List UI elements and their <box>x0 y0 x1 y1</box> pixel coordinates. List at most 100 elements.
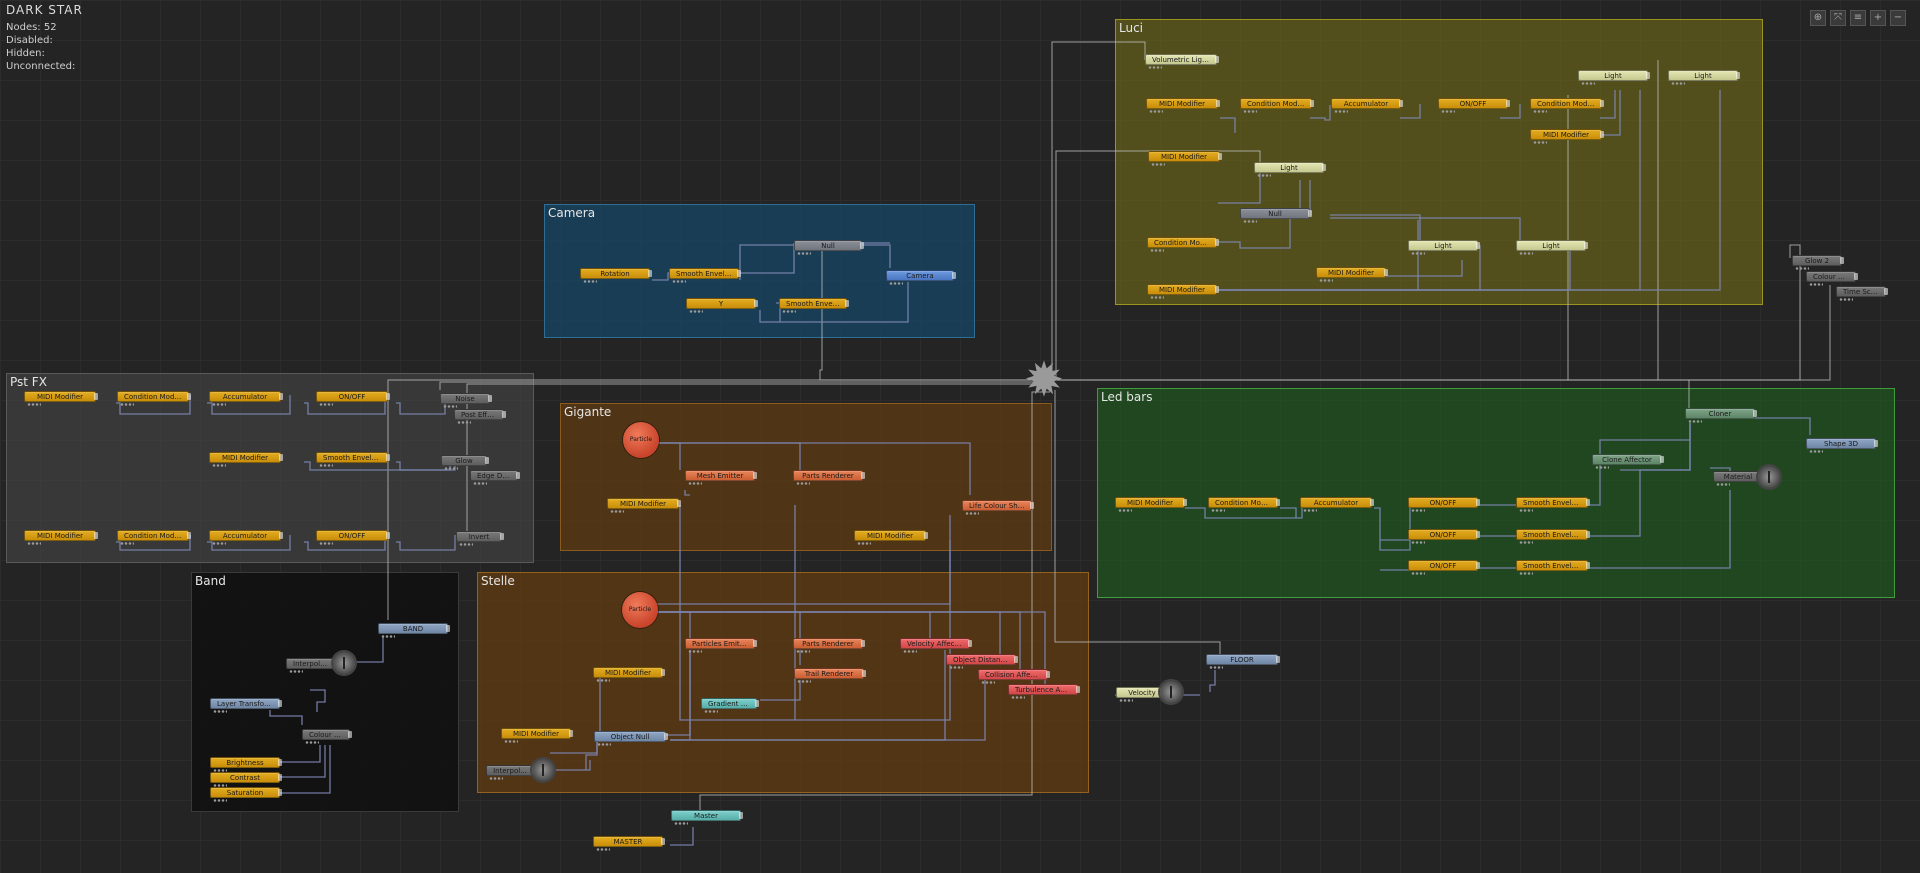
node-light[interactable]: Light <box>1578 70 1650 85</box>
node-midi-modifier[interactable]: MIDI Modifier <box>1148 151 1222 166</box>
node-midi-modifier[interactable]: MIDI Modifier <box>607 498 681 513</box>
node-accumulator[interactable]: Accumulator <box>209 530 283 545</box>
node-light[interactable]: Light <box>1254 162 1326 177</box>
node-object-distance[interactable]: Object Distance F... <box>946 654 1018 669</box>
node-brightness[interactable]: Brightness <box>210 757 282 772</box>
knob-icon[interactable] <box>1758 466 1780 488</box>
node-smooth-envelope[interactable]: Smooth Envelope... <box>1516 560 1590 575</box>
node-smooth-envelope[interactable]: Smooth Envelope... <box>779 298 849 313</box>
node-post-effect[interactable]: Post Effe... <box>454 409 506 424</box>
group-title: Pst FX <box>10 375 47 389</box>
zoom-out-icon[interactable]: − <box>1890 10 1906 26</box>
node-light[interactable]: Light <box>1408 240 1480 255</box>
node-on-off[interactable]: ON/OFF <box>1408 560 1480 575</box>
node-on-off[interactable]: ON/OFF <box>316 391 390 406</box>
node-band[interactable]: BAND <box>378 623 450 638</box>
knob-icon[interactable] <box>333 652 355 674</box>
node-floor[interactable]: FLOOR <box>1206 654 1280 669</box>
node-cloner[interactable]: Cloner <box>1685 408 1757 423</box>
node-midi-modifier[interactable]: MIDI Modifier <box>1530 129 1604 144</box>
zoom-fit-icon[interactable]: ⊕ <box>1810 10 1826 26</box>
node-saturation[interactable]: Saturation <box>210 787 282 802</box>
node-edge-detect[interactable]: Edge Detec... <box>470 470 520 485</box>
node-on-off[interactable]: ON/OFF <box>1408 497 1480 512</box>
node-parts-renderer[interactable]: Parts Renderer <box>793 638 865 653</box>
node-midi-modifier[interactable]: MIDI Modifier <box>1115 497 1187 512</box>
node-volumetric-lighting[interactable]: Volumetric Lighting <box>1145 54 1219 69</box>
node-invert[interactable]: Invert <box>456 531 504 546</box>
node-light[interactable]: Light <box>1516 240 1588 255</box>
node-interpolation[interactable]: Interpol... <box>486 765 536 780</box>
node-master[interactable]: Master <box>671 810 743 825</box>
gear-icon[interactable]: ✹ <box>1023 352 1065 408</box>
node-midi-modifier[interactable]: MIDI Modifier <box>1146 98 1220 113</box>
node-glow-2[interactable]: Glow 2 <box>1792 255 1844 270</box>
node-condition-modifier[interactable]: Condition Modifier <box>117 530 191 545</box>
node-layer-transform[interactable]: Layer Transform 2... <box>210 698 282 713</box>
node-time-scaling[interactable]: Time Scaling <box>1836 286 1888 301</box>
node-colour-correction[interactable]: Colour Cor... <box>1806 271 1858 286</box>
zoom-in-icon[interactable]: + <box>1870 10 1886 26</box>
node-null[interactable]: Null <box>794 240 864 255</box>
node-midi-modifier[interactable]: MIDI Modifier <box>209 452 283 467</box>
node-smooth-envelope[interactable]: Smooth Envelope <box>1516 497 1590 512</box>
node-on-off[interactable]: ON/OFF <box>1408 529 1480 544</box>
node-smooth-envelope[interactable]: Smooth Envelope... <box>1516 529 1590 544</box>
node-y[interactable]: Y <box>686 298 758 313</box>
menu-icon[interactable]: ≡ <box>1850 10 1866 26</box>
node-midi-modifier[interactable]: MIDI Modifier <box>593 667 665 682</box>
node-condition-modifier[interactable]: Condition Modifier <box>1530 98 1604 113</box>
group-stelle[interactable]: Stelle <box>477 572 1089 793</box>
node-particle-sphere[interactable]: Particle <box>623 422 659 458</box>
node-noise[interactable]: Noise <box>440 393 492 408</box>
node-rotation[interactable]: Rotation <box>580 268 652 283</box>
node-mesh-emitter[interactable]: Mesh Emitter <box>685 470 757 485</box>
node-midi-modifier[interactable]: MIDI Modifier <box>24 391 98 406</box>
node-object-null[interactable]: Object Null <box>594 731 668 746</box>
node-gradient-shader[interactable]: Gradient Sh... <box>701 698 759 713</box>
node-shape-3d[interactable]: Shape 3D <box>1806 438 1878 453</box>
node-interpolation[interactable]: Interpolati... <box>286 658 340 673</box>
node-accumulator[interactable]: Accumulator <box>209 391 283 406</box>
node-clone-affector[interactable]: Clone Affector <box>1592 454 1664 469</box>
node-midi-modifier[interactable]: MIDI Modifier <box>501 728 573 743</box>
node-condition-modifier[interactable]: Condition Modifier <box>1240 98 1314 113</box>
node-particle-sphere[interactable]: Particle <box>622 592 658 628</box>
group-ledbars[interactable]: Led bars <box>1097 388 1895 598</box>
knob-icon[interactable] <box>1160 681 1182 703</box>
node-null[interactable]: Null <box>1240 208 1312 223</box>
node-material[interactable]: Material <box>1713 471 1765 486</box>
group-title: Luci <box>1119 21 1144 35</box>
node-master-control[interactable]: MASTER <box>593 836 665 851</box>
node-on-off[interactable]: ON/OFF <box>1438 98 1510 113</box>
node-trail-renderer[interactable]: Trail Renderer <box>794 668 866 683</box>
node-colour-correction[interactable]: Colour Corr... <box>302 729 352 744</box>
node-condition-modifier[interactable]: Condition Modifier <box>1147 237 1219 252</box>
node-condition-modifier[interactable]: Condition Modifier <box>1208 497 1280 512</box>
node-smooth-envelope[interactable]: Smooth Envelope... <box>316 452 390 467</box>
node-collision-affector[interactable]: Collision Affector <box>978 669 1050 684</box>
node-contrast[interactable]: Contrast <box>210 772 282 787</box>
node-light[interactable]: Light <box>1668 70 1740 85</box>
node-glow[interactable]: Glow <box>441 455 489 470</box>
node-on-off[interactable]: ON/OFF <box>316 530 390 545</box>
node-particles-emitter[interactable]: Particles Emitter <box>685 638 757 653</box>
node-accumulator[interactable]: Accumulator <box>1300 497 1374 512</box>
node-accumulator[interactable]: Accumulator <box>1331 98 1403 113</box>
node-midi-modifier[interactable]: MIDI Modifier <box>1147 284 1219 299</box>
node-midi-modifier[interactable]: MIDI Modifier <box>24 530 98 545</box>
node-midi-modifier[interactable]: MIDI Modifier <box>1316 267 1388 282</box>
node-condition-modifier[interactable]: Condition Modifier <box>117 391 191 406</box>
node-turbulence-affector[interactable]: Turbulence Affector <box>1008 684 1080 699</box>
node-parts-renderer[interactable]: Parts Renderer <box>793 470 865 485</box>
knob-icon[interactable] <box>532 759 554 781</box>
group-title: Camera <box>548 206 596 220</box>
node-camera[interactable]: Camera <box>886 270 956 285</box>
project-title: DARK STAR <box>6 3 83 17</box>
node-midi-modifier[interactable]: MIDI Modifier <box>854 530 928 545</box>
node-velocity-affector[interactable]: Velocity Affector <box>900 638 972 653</box>
expand-icon[interactable]: ⤧ <box>1830 10 1846 26</box>
node-life-colour-shading[interactable]: Life Colour Shading <box>962 500 1034 515</box>
node-smooth-envelope[interactable]: Smooth Envelop... <box>669 268 741 283</box>
